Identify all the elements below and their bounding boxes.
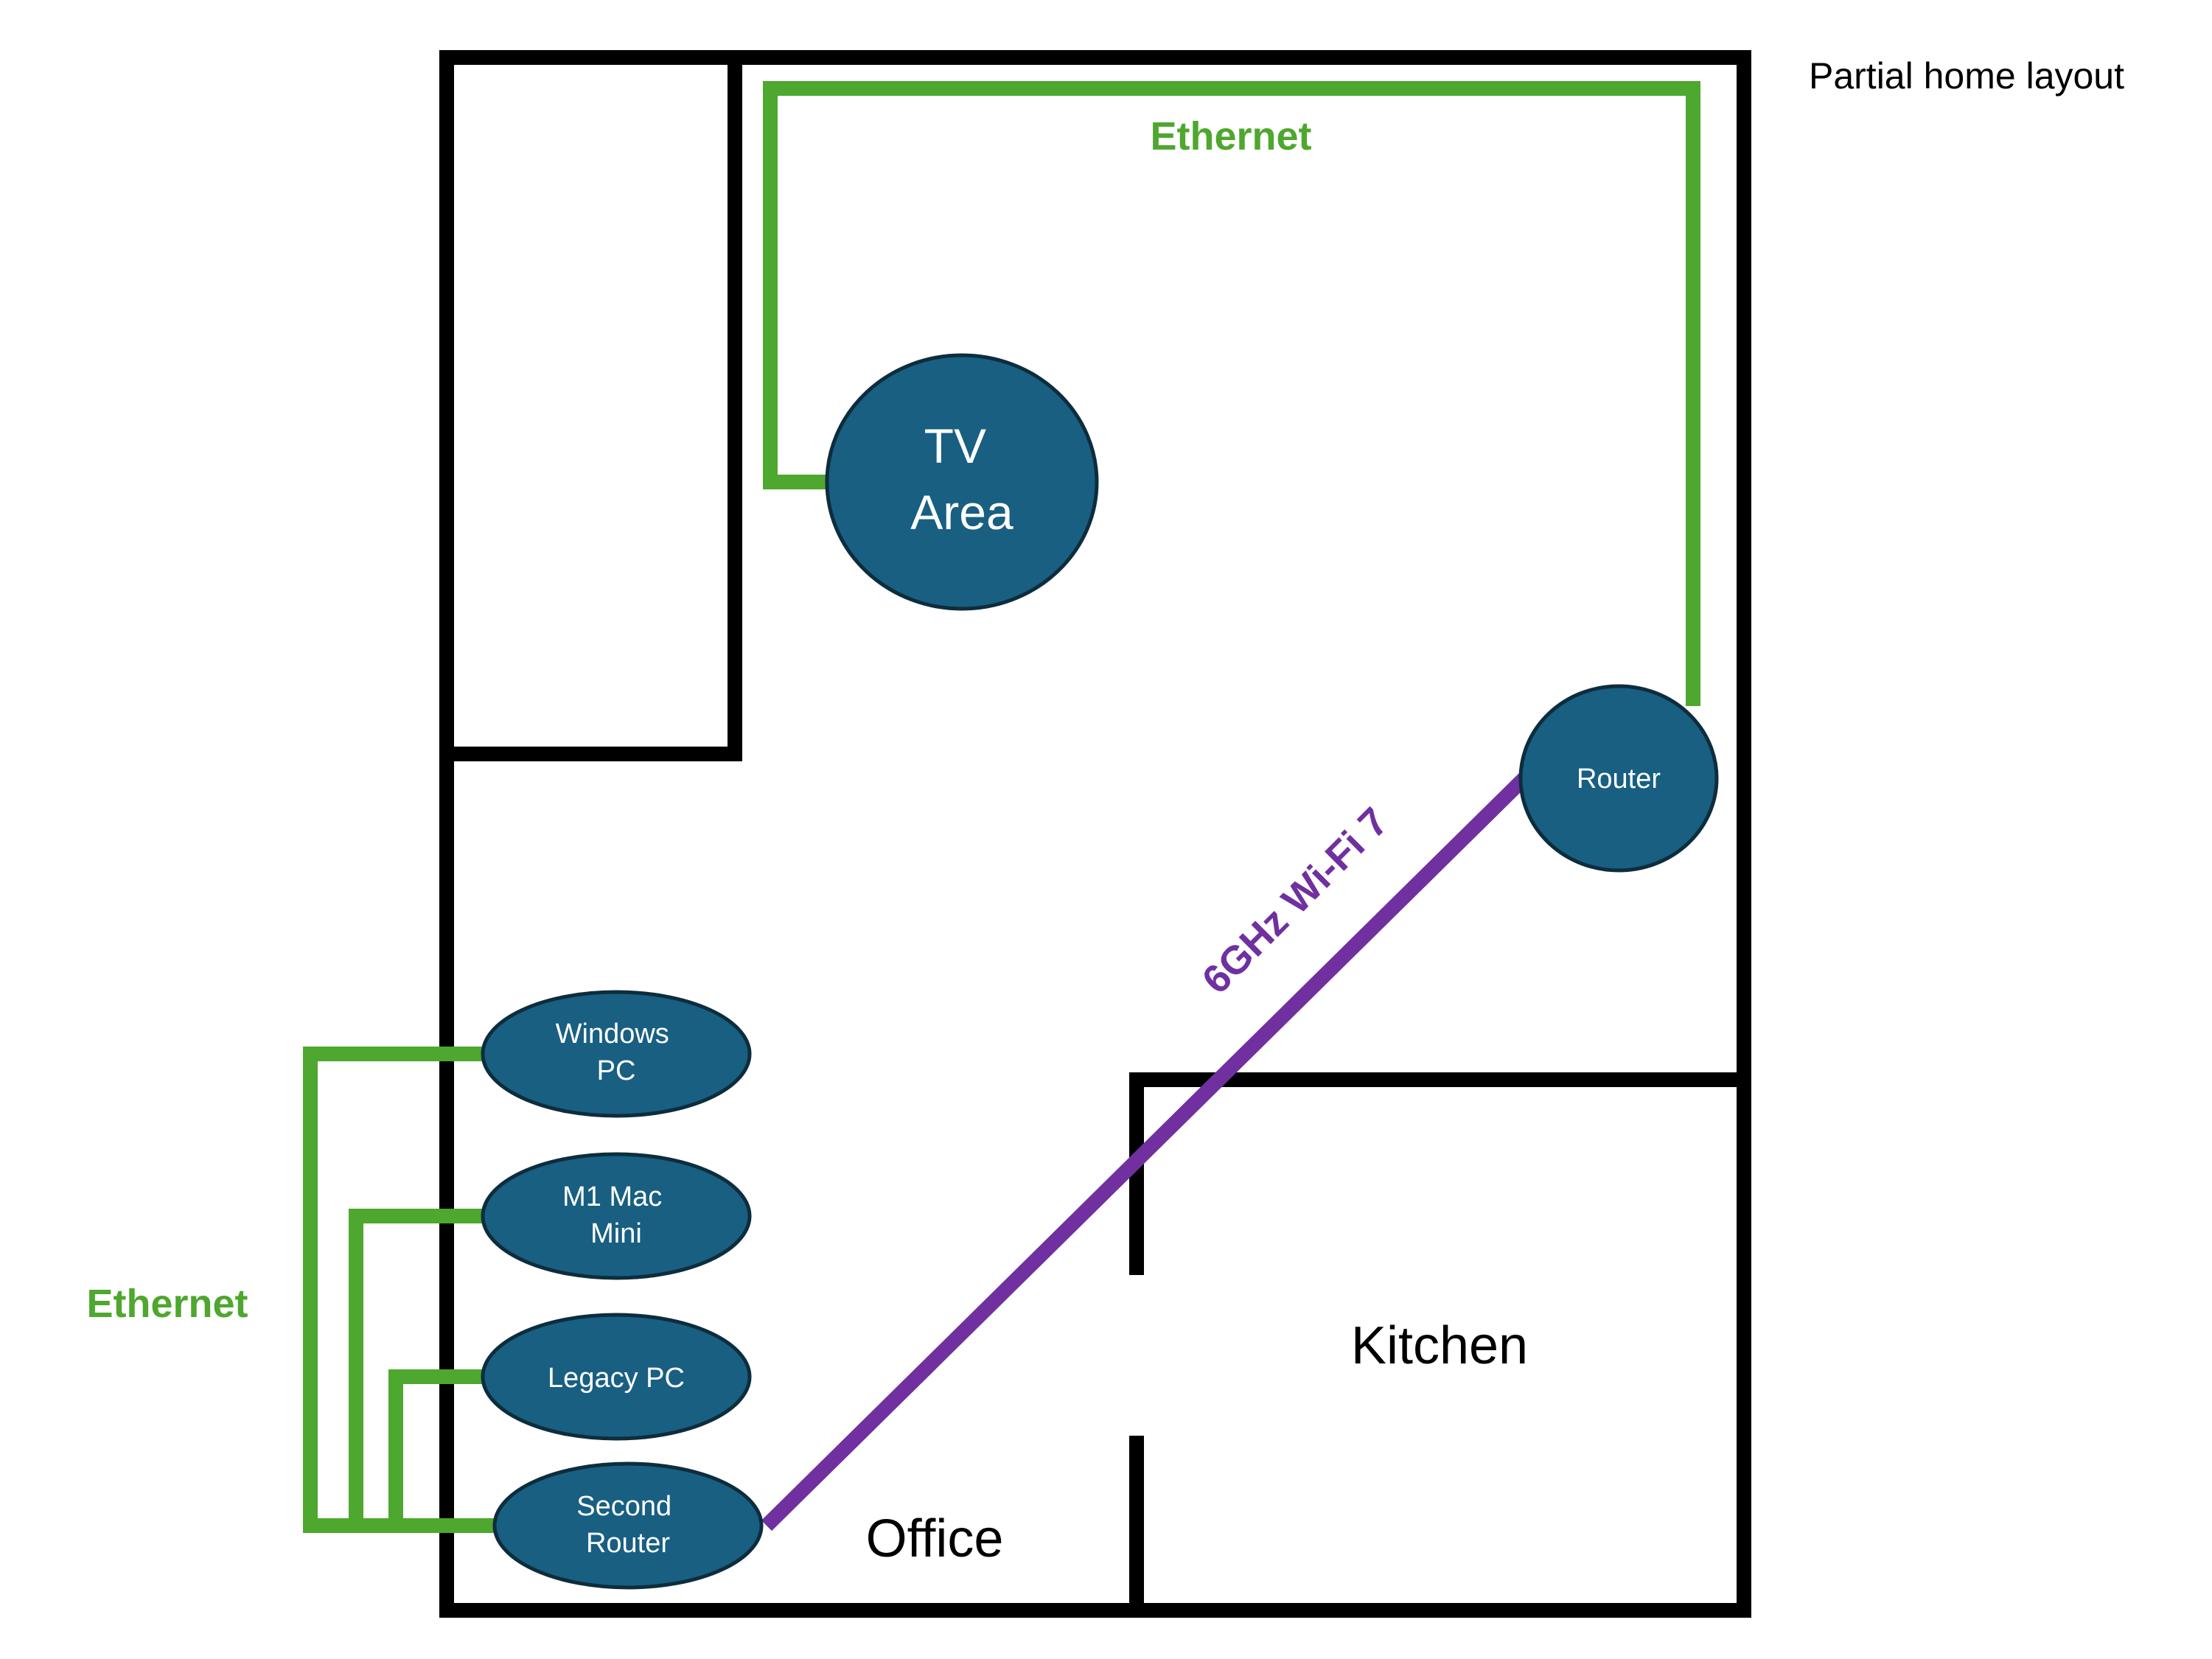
windows-pc-ellipse [481,990,752,1118]
second-router-label-line-1: Second [576,1491,671,1522]
wifi-label: 6GHz Wi-Fi 7 [1194,800,1397,1002]
windows-pc-label-line-1: Windows [556,1019,669,1049]
node-windows-pc: Windows PC [481,990,752,1118]
mac-mini-label-line-1: M1 Mac [562,1181,662,1212]
node-tv-area: TV Area [825,353,1099,611]
ethernet-label-left: Ethernet [86,1282,248,1326]
node-legacy-pc: Legacy PC [481,1313,752,1441]
ethernet-line-mac-mini [349,1209,483,1526]
router-label-line-1: Router [1577,764,1661,794]
second-router-label-line-2: Router [586,1528,670,1559]
mac-mini-label: M1 Mac Mini [562,1181,670,1249]
tv-area-label-line-2: Area [910,485,1013,539]
ethernet-line-legacy-pc [388,1369,483,1526]
windows-pc-label-line-2: PC [597,1055,636,1086]
mac-mini-label-line-2: Mini [590,1218,642,1249]
mac-mini-ellipse [481,1152,752,1280]
outer-wall [439,50,1751,1618]
second-router-ellipse [492,1461,764,1590]
legacy-pc-ellipse [481,1313,752,1441]
ethernet-lines-left [303,1047,494,1533]
ethernet-label-top: Ethernet [1150,114,1311,158]
second-router-label: Second Router [576,1491,679,1559]
router-circle [1518,684,1719,873]
node-second-router: Second Router [492,1461,764,1590]
kitchen-room-label: Kitchen [1351,1316,1528,1375]
tv-area-label: TV Area [910,419,1013,539]
wifi-link-line [761,772,1530,1531]
closet-wall [447,50,742,761]
floor-plan-walls [439,50,1751,1618]
office-room-label: Office [866,1509,1004,1568]
windows-pc-label: Windows PC [556,1019,677,1086]
node-router: Router [1518,684,1719,873]
legacy-pc-label-line-1: Legacy PC [548,1363,685,1394]
tv-area-label-line-1: TV [924,419,986,473]
node-mac-mini: M1 Mac Mini [481,1152,752,1280]
legacy-pc-label: Legacy PC [548,1363,685,1394]
tv-area-circle [825,353,1099,611]
diagram-title: Partial home layout [1809,55,2124,97]
ethernet-line-top [763,81,1700,706]
router-label: Router [1577,764,1661,794]
